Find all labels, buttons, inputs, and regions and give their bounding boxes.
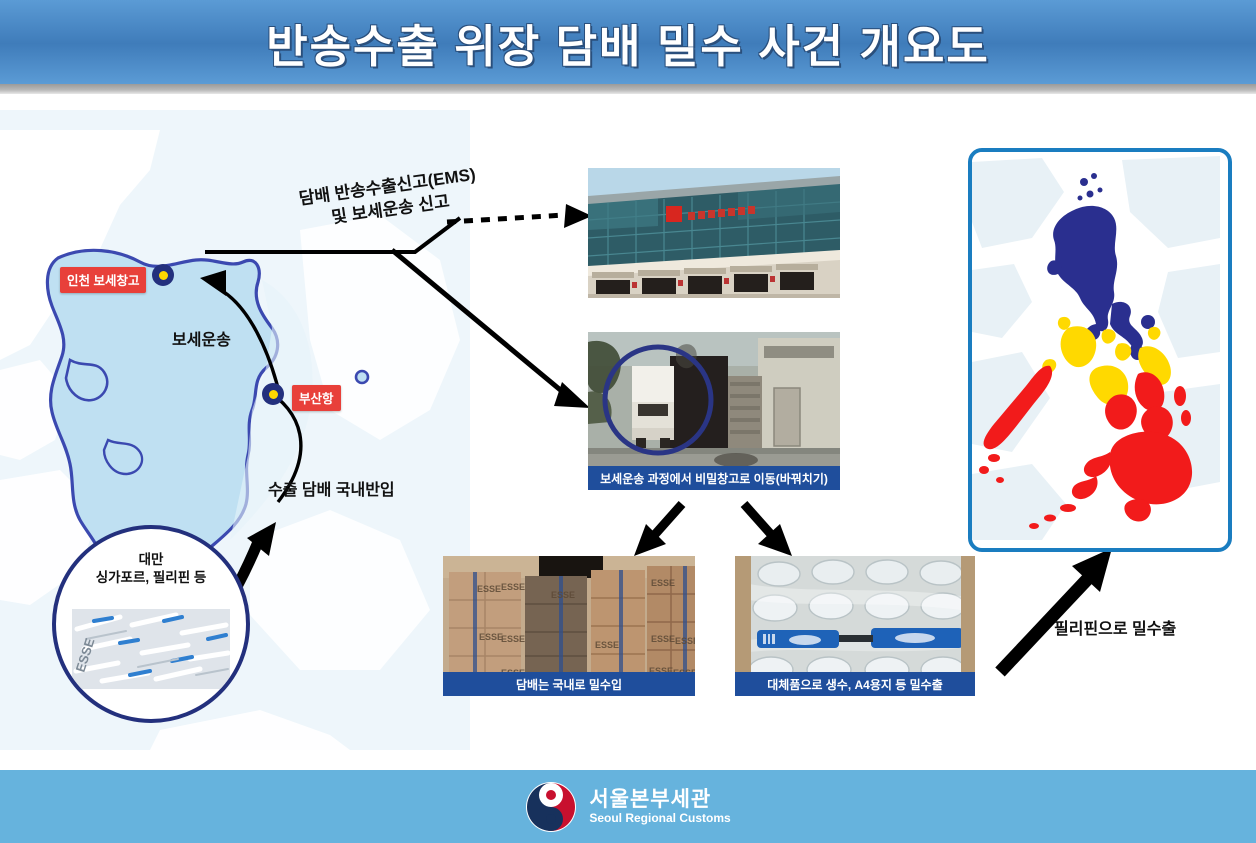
origin-countries-text: 대만 싱가포르, 필리핀 등 (96, 551, 207, 587)
marker-busan (262, 383, 284, 405)
marker-incheon (152, 264, 174, 286)
photo-water-bottles: 대체품으로 생수, A4용지 등 밀수출 (735, 556, 975, 696)
page-title: 반송수출 위장 담배 밀수 사건 개요도 (266, 20, 990, 72)
svg-text:ESSE: ESSE (501, 634, 525, 644)
photo-customs-building (588, 168, 840, 298)
footer-org-text: 서울본부세관 Seoul Regional Customs (589, 788, 730, 825)
label-busan-port: 부산항 (292, 385, 341, 411)
customs-building-graphic (588, 168, 840, 298)
label-domestic-import: 수출 담배 국내반입 (268, 482, 395, 499)
philippines-map-graphic (972, 152, 1220, 540)
svg-text:ESSE: ESSE (649, 666, 673, 676)
photo-cigarettes-pile: ESSE (72, 609, 230, 689)
photo-truck-secret-warehouse: 보세운송 과정에서 비밀창고로 이동(바꿔치기) (588, 332, 840, 490)
label-bonded-transport: 보세운송 (172, 332, 231, 349)
page-header: 반송수출 위장 담배 밀수 사건 개요도 (0, 0, 1256, 84)
svg-text:ESSE: ESSE (651, 634, 675, 644)
label-incheon-bonded-warehouse: 인천 보세창고 (60, 267, 147, 293)
svg-text:ESSE: ESSE (551, 590, 575, 600)
footer-org-en: Seoul Regional Customs (589, 810, 731, 825)
header-shadow-bar (0, 84, 1256, 94)
cigarettes-pile-graphic: ESSE (72, 609, 230, 689)
svg-text:ESSE: ESSE (501, 582, 525, 592)
svg-text:ESSE: ESSE (675, 636, 695, 646)
page-footer: 서울본부세관 Seoul Regional Customs (0, 770, 1256, 843)
annotation-smuggle-to-philippines: 필리핀으로 밀수출 (1054, 621, 1177, 638)
caption-cigarette-boxes: 담배는 국내로 밀수입 (443, 672, 695, 696)
svg-text:ESSE: ESSE (651, 578, 675, 588)
svg-text:ESSE: ESSE (477, 584, 501, 594)
origin-line-1: 대만 (138, 552, 164, 567)
origin-line-2: 싱가포르, 필리핀 등 (95, 570, 207, 586)
caption-truck-secret-warehouse: 보세운송 과정에서 비밀창고로 이동(바꿔치기) (588, 466, 840, 490)
philippines-map-panel (968, 148, 1232, 552)
taegeuk-icon (526, 781, 577, 832)
origin-countries-circle: 대만 싱가포르, 필리핀 등 (52, 525, 250, 723)
footer-org-kr: 서울본부세관 (589, 787, 712, 811)
caption-water-bottles: 대체품으로 생수, A4용지 등 밀수출 (735, 672, 975, 696)
svg-text:ESSE: ESSE (595, 640, 619, 650)
svg-text:ESSE: ESSE (479, 632, 503, 642)
